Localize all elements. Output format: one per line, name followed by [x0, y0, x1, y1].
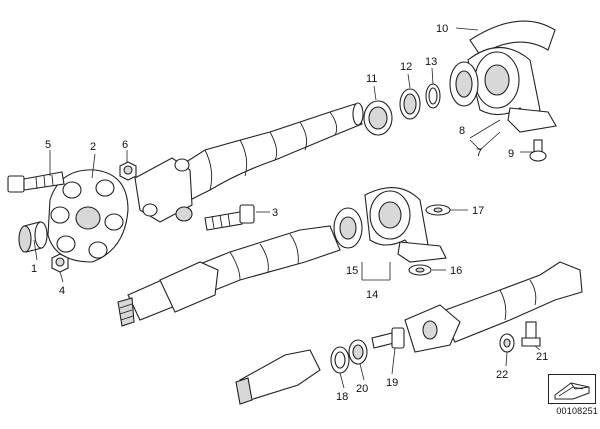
callout-3: 3 — [272, 207, 278, 219]
leader-lines — [33, 27, 541, 389]
callout-22: 22 — [496, 369, 508, 381]
callout-12: 12 — [400, 61, 412, 73]
callout-21: 21 — [536, 351, 548, 363]
bolt-19 — [371, 327, 405, 349]
center-bearing-middle — [333, 187, 447, 263]
upper-flange-yoke — [134, 157, 193, 223]
ring-20 — [348, 339, 368, 365]
sleeve-1 — [18, 221, 48, 253]
nut-4 — [51, 253, 69, 273]
callout-6: 6 — [122, 139, 128, 151]
ring-13 — [425, 83, 441, 109]
callout-9: 9 — [508, 148, 514, 160]
document-number: 00108251 — [556, 406, 598, 416]
lower-right-shaft — [404, 261, 583, 353]
lower-drive-shaft — [117, 225, 341, 327]
callout-8: 8 — [459, 125, 465, 137]
callout-4: 4 — [59, 285, 65, 297]
ring-18 — [330, 346, 350, 374]
callout-15: 15 — [346, 265, 358, 277]
washer-16 — [408, 264, 432, 276]
callout-14: 14 — [366, 289, 378, 301]
callout-7: 7 — [476, 147, 482, 159]
callout-16: 16 — [450, 265, 462, 277]
ring-12 — [399, 88, 421, 120]
callout-18: 18 — [336, 391, 348, 403]
callout-labels: 1 2 3 4 5 6 7 8 9 10 11 12 13 14 15 16 1… — [31, 23, 548, 403]
callout-1: 1 — [31, 263, 37, 275]
callout-20: 20 — [356, 383, 368, 395]
lower-yoke — [235, 349, 321, 405]
callout-13: 13 — [425, 56, 437, 68]
callout-17: 17 — [472, 205, 484, 217]
center-bearing-upper — [449, 20, 557, 133]
nut-6 — [119, 161, 137, 181]
callout-10: 10 — [436, 23, 448, 35]
washer-17 — [425, 204, 451, 216]
callout-11: 11 — [366, 73, 377, 85]
upper-drive-shaft — [149, 102, 364, 216]
bolt-5 — [7, 171, 65, 193]
bolt-21 — [521, 321, 541, 347]
bolt-9 — [529, 139, 547, 162]
bolt-3 — [204, 204, 255, 231]
bolt-22 — [499, 333, 515, 353]
callout-19: 19 — [386, 377, 398, 389]
callout-2: 2 — [90, 141, 96, 153]
ring-11 — [363, 100, 393, 136]
callout-5: 5 — [45, 139, 51, 151]
document-badge-icon — [548, 374, 596, 404]
